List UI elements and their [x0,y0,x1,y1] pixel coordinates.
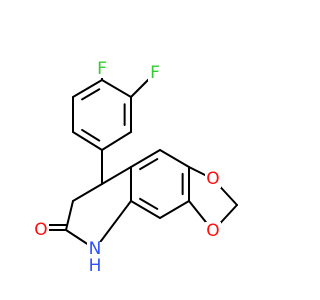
atom-bg [95,60,109,78]
atom-label-oxygen-dioxole-bottom: O [206,221,219,241]
atom-label-fluorine-right: F [150,63,160,83]
bond-p1-p2 [101,79,132,98]
atom-bg [33,221,49,239]
atom-label-nitrogen: N [89,239,102,259]
bond-c7-c6 [65,200,74,231]
bond-layer [40,68,238,250]
atom-bg [205,170,221,188]
molecule-structure-diagram: F F O O O N H [33,59,238,276]
atom-bg [205,222,221,240]
bond-inner-double-p6-p1 [81,88,101,101]
bond-inner-double-p4-p5 [81,128,101,142]
bond-a2-a3 [159,149,190,168]
bond-nAt-a6 [94,200,132,250]
atom-bg [87,242,103,272]
bond-p4-p5 [72,131,103,151]
bond-inner-double-a1-a2 [139,158,159,171]
bond-p6-p1 [72,79,103,98]
atom-label-oxygen-carbonyl: O [34,220,47,240]
bond-a1-a2 [130,149,161,168]
bond-p3-p4 [101,131,132,151]
atom-label-fluorine-top: F [97,59,107,79]
bond-a5-a6 [130,200,161,219]
bond-inner-double-a5-a6 [139,197,159,210]
atom-label-layer: F F O O O N H [33,59,221,276]
bond-c8-a1 [101,166,132,185]
atom-bg [148,64,162,82]
atom-label-oxygen-dioxole-top: O [206,169,219,189]
bond-c8-c7 [72,183,103,202]
bond-a4-a5 [159,200,190,219]
atom-label-hydrogen-on-nitrogen: H [89,256,102,276]
